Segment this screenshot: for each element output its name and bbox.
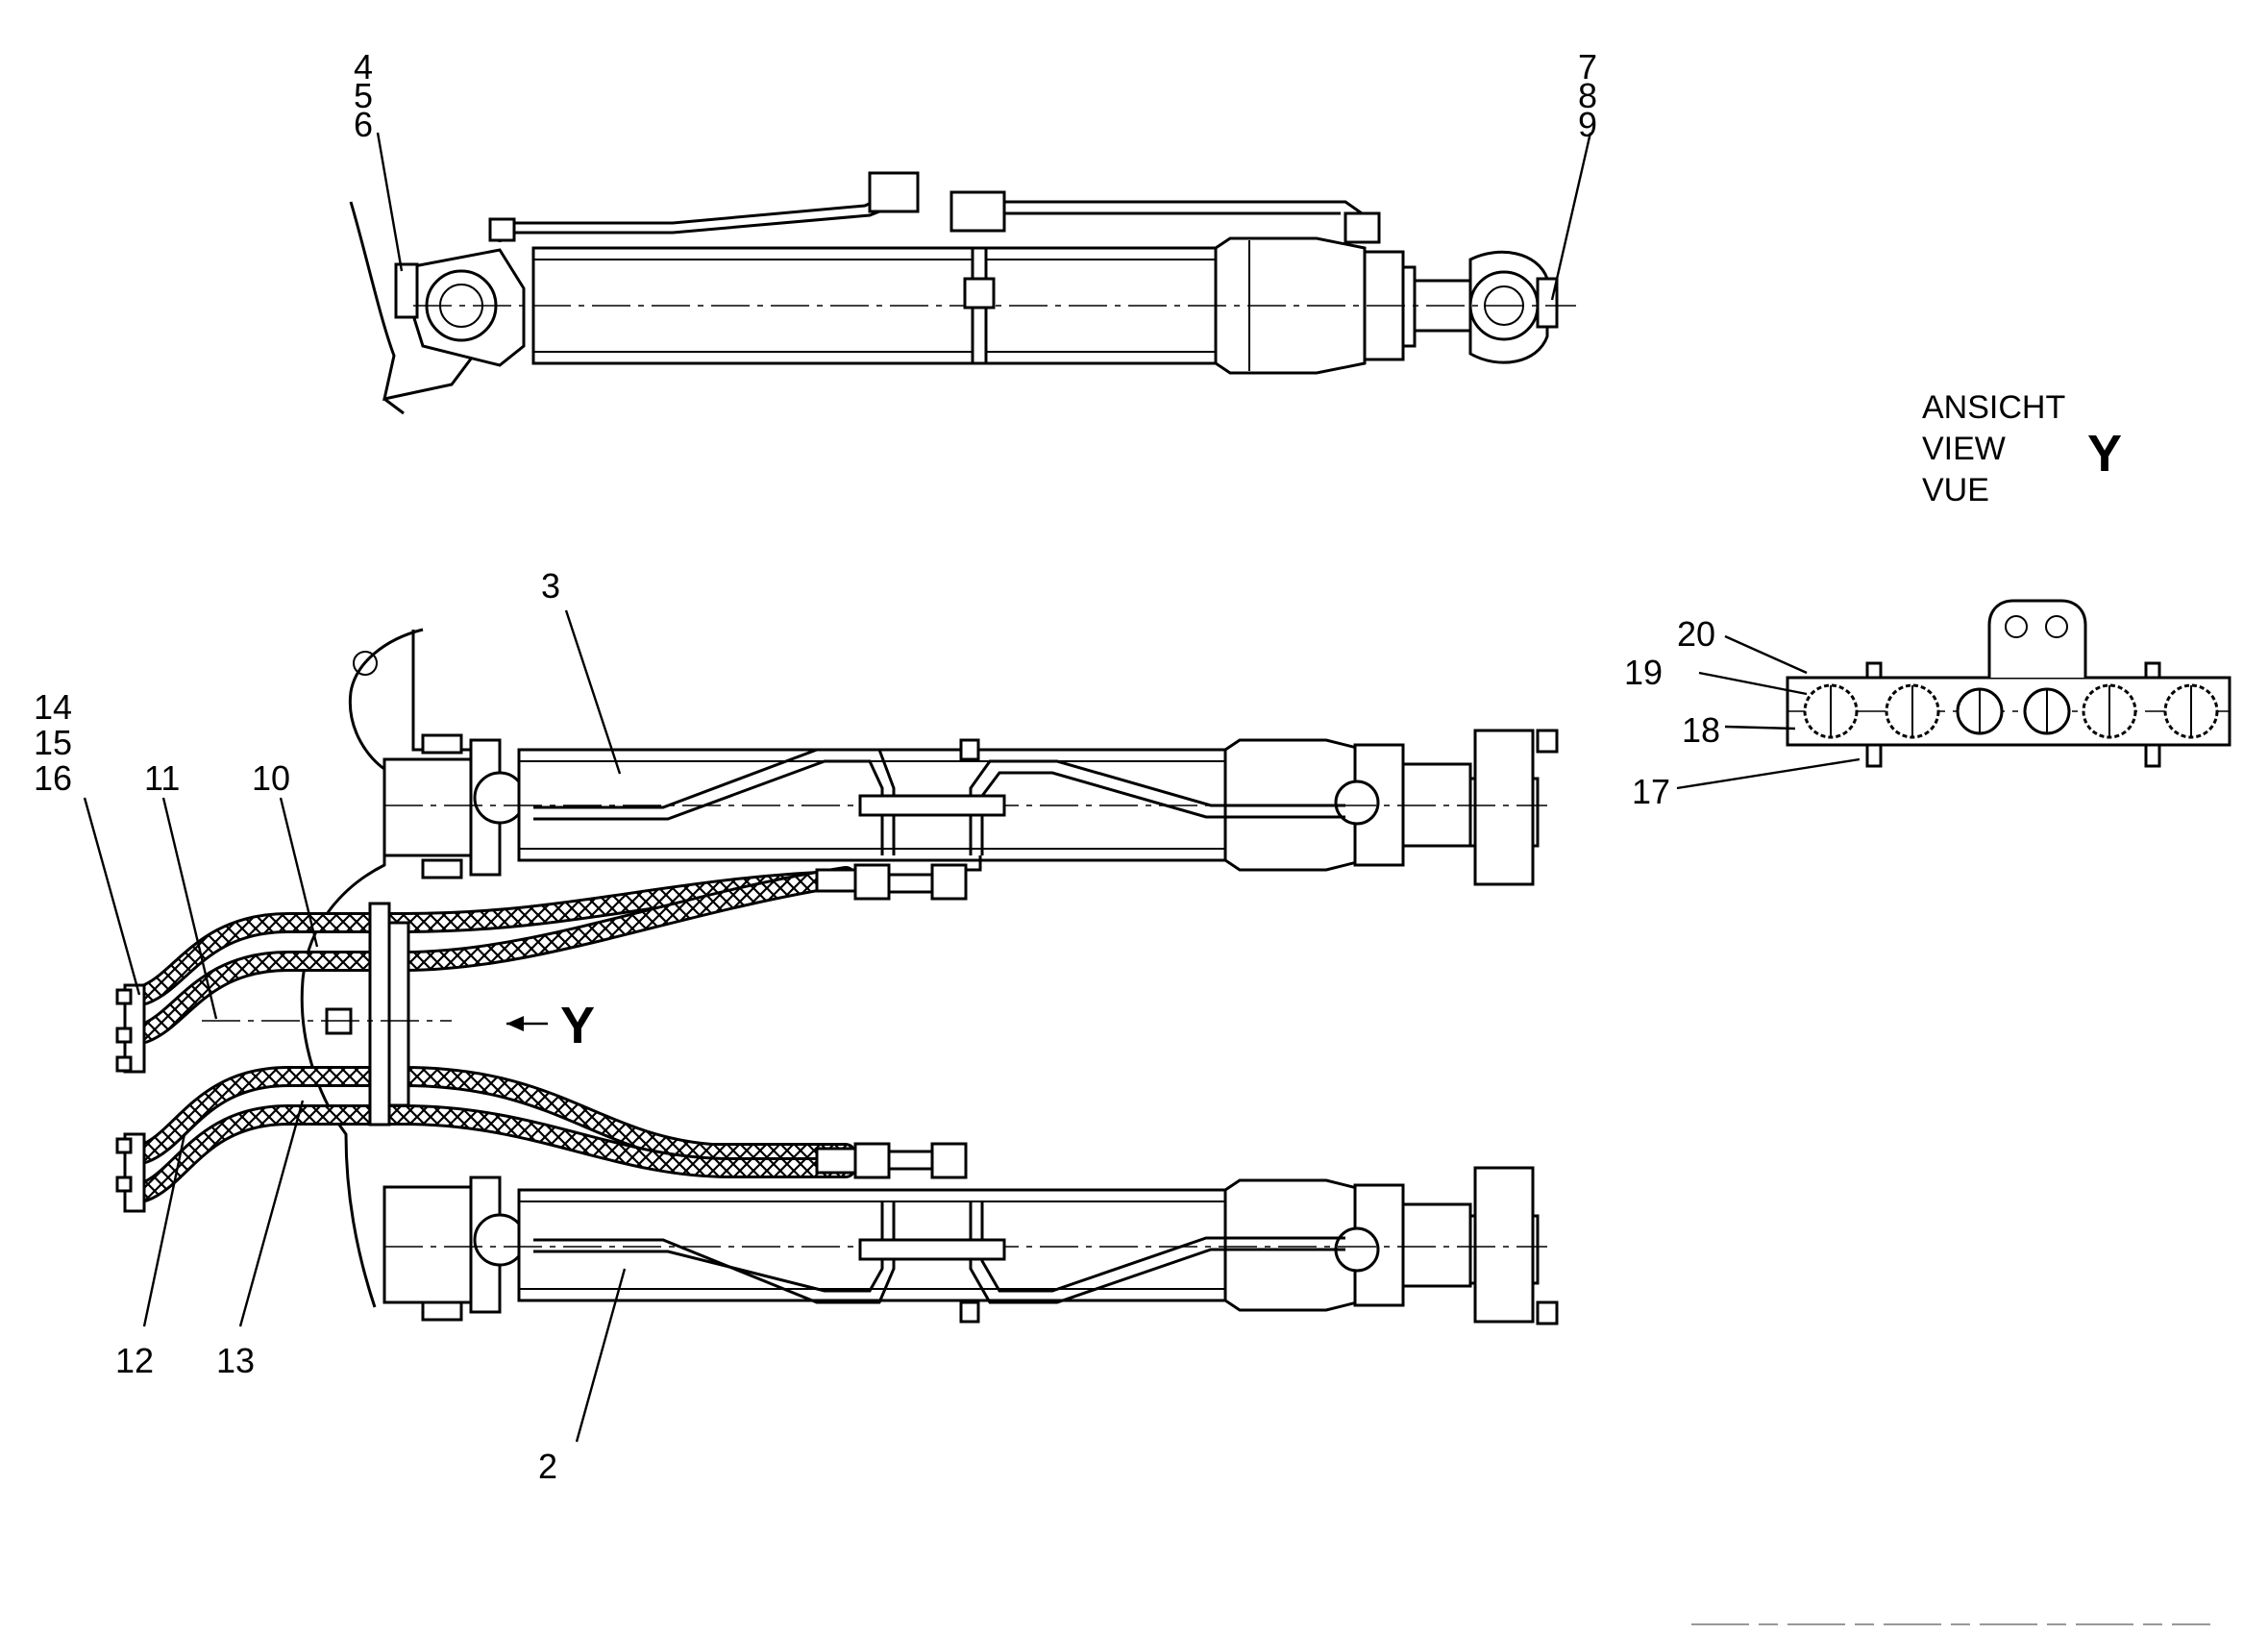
view-arrow-letter: Y — [560, 997, 595, 1054]
view-label-vue: VUE — [1922, 472, 1989, 508]
callout-19: 19 — [1624, 653, 1663, 692]
callout-labels: 4 5 6 7 8 9 3 2 14 15 16 11 10 12 13 20 … — [34, 47, 1720, 1486]
view-label-ansicht: ANSICHT — [1922, 389, 2065, 426]
view-label-letter: Y — [2087, 425, 2122, 483]
callout-18: 18 — [1682, 710, 1720, 750]
callout-2: 2 — [538, 1447, 557, 1486]
callout-11: 11 — [144, 758, 180, 798]
callout-13: 13 — [216, 1341, 255, 1380]
callout-15: 15 — [34, 723, 72, 762]
plan-view-assembly — [115, 628, 1559, 1325]
callout-17: 17 — [1632, 772, 1670, 811]
callout-8: 8 — [1578, 76, 1597, 115]
view-label: ANSICHT VIEW VUE Y — [1922, 389, 2122, 508]
callout-12: 12 — [115, 1341, 154, 1380]
leader-lines — [83, 132, 1861, 1443]
callout-14: 14 — [34, 687, 72, 727]
callout-4: 4 — [354, 47, 373, 87]
view-y-detail — [1786, 599, 2231, 768]
callout-3: 3 — [541, 566, 560, 606]
callout-5: 5 — [354, 76, 373, 115]
callout-6: 6 — [354, 105, 373, 144]
side-view-cylinder — [349, 171, 1576, 415]
callout-20: 20 — [1677, 614, 1715, 654]
callout-10: 10 — [252, 758, 290, 798]
callout-7: 7 — [1578, 47, 1597, 87]
callout-9: 9 — [1578, 105, 1597, 144]
callout-16: 16 — [34, 758, 72, 798]
view-label-view: VIEW — [1922, 431, 2006, 467]
